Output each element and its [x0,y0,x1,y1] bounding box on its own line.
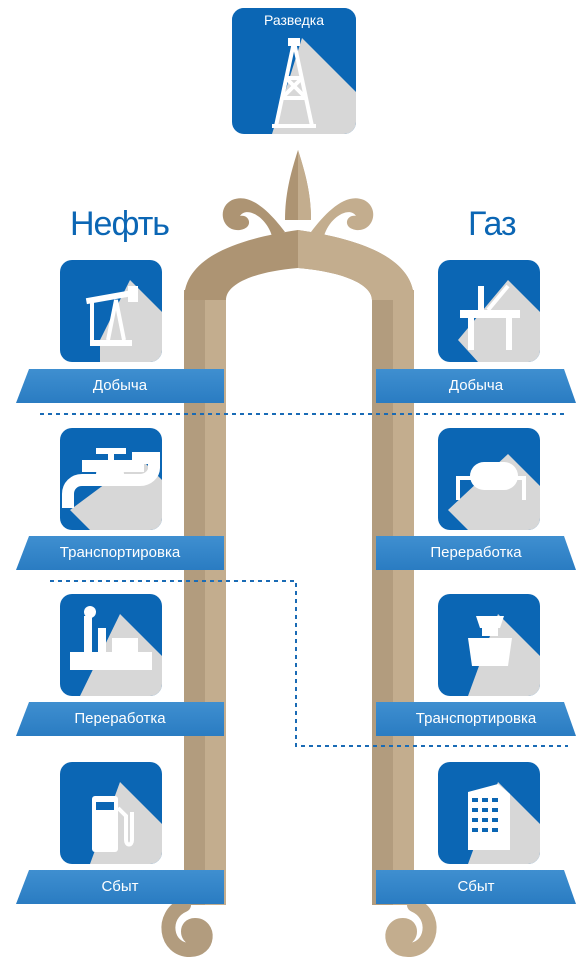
office-building-icon [468,782,540,864]
exploration-tile[interactable]: Разведка [232,8,356,134]
oil-refining-tile[interactable] [60,594,162,696]
pumpjack-icon [85,280,162,362]
refinery-icon [70,606,162,696]
heading-gas: Газ [468,205,517,243]
arch-scroll-right [311,198,374,236]
fuel-pump-icon [90,782,162,864]
exploration-label: Разведка [232,8,356,32]
gas-banner-sales: Сбыт [376,870,576,904]
oil-banner-production: Добыча [16,369,224,403]
gas-banner-production: Добыча [376,369,576,403]
oil-banner-refining: Переработка [16,702,224,736]
oil-derrick-icon [272,38,356,134]
gas-banner-processing: Переработка [376,536,576,570]
gas-sales-tile[interactable] [438,762,540,864]
gas-transport-tile[interactable] [438,594,540,696]
gas-production-tile[interactable] [438,260,540,362]
compressor-station-icon [468,614,540,696]
heading-oil: Нефть [70,205,170,243]
oil-banner-transport: Транспортировка [16,536,224,570]
oil-transport-tile[interactable] [60,428,162,530]
oil-sales-tile[interactable] [60,762,162,864]
pipeline-valve-icon [62,448,162,530]
oil-production-tile[interactable] [60,260,162,362]
offshore-platform-icon [458,280,540,362]
curl-right [385,898,437,958]
arch-scroll-left [222,198,285,236]
divider-middle [50,580,568,747]
gas-processing-tile[interactable] [438,428,540,530]
oil-banner-sales: Сбыт [16,870,224,904]
curl-left [161,898,213,958]
gas-banner-transport: Транспортировка [376,702,576,736]
gas-processing-tank-icon [448,454,540,530]
